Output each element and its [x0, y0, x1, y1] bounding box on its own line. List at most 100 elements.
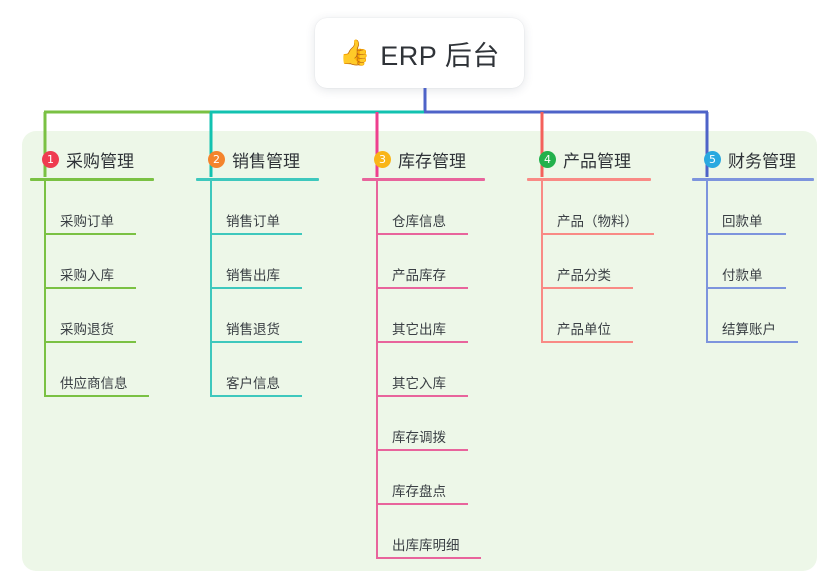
- leaf-node[interactable]: 产品单位: [541, 289, 679, 343]
- leaf-node-label: 销售退货: [226, 321, 280, 337]
- leaf-node-label: 其它出库: [392, 321, 446, 337]
- branch-spine: [210, 181, 212, 397]
- leaf-node-rule: [376, 233, 468, 235]
- leaf-node[interactable]: 销售出库: [210, 235, 348, 289]
- leaf-node-rule: [376, 287, 468, 289]
- leaf-node-label: 销售出库: [226, 267, 280, 283]
- thumbs-up-icon: 👍: [339, 38, 371, 67]
- leaf-node-label: 产品库存: [392, 267, 446, 283]
- branch-leaf-list: 产品（物料） 产品分类产品单位: [541, 181, 679, 343]
- leaf-node-rule: [44, 395, 149, 397]
- branch-header-rule: [527, 178, 651, 181]
- branch-spine: [376, 181, 378, 559]
- leaf-node[interactable]: 付款单: [706, 235, 839, 289]
- branch-title: 销售管理: [232, 151, 300, 171]
- leaf-node[interactable]: 采购订单: [44, 181, 182, 235]
- leaf-node-rule: [541, 233, 654, 235]
- branch-title: 采购管理: [66, 151, 134, 171]
- branch-leaf-list: 销售订单销售出库销售退货客户信息: [210, 181, 348, 397]
- branch-header-rule: [30, 178, 154, 181]
- leaf-node[interactable]: 回款单: [706, 181, 839, 235]
- leaf-node-rule: [376, 395, 468, 397]
- branch-index-badge: 4: [539, 150, 556, 168]
- leaf-node[interactable]: 产品分类: [541, 235, 679, 289]
- leaf-node[interactable]: 仓库信息: [376, 181, 514, 235]
- branch-header-rule: [196, 178, 319, 181]
- leaf-node-label: 结算账户: [722, 321, 776, 337]
- leaf-node-rule: [210, 287, 302, 289]
- leaf-node-label: 出库库明细: [392, 537, 460, 553]
- leaf-node[interactable]: 客户信息: [210, 343, 348, 397]
- leaf-node[interactable]: 结算账户: [706, 289, 839, 343]
- leaf-node-rule: [376, 449, 468, 451]
- leaf-node[interactable]: 库存盘点: [376, 451, 514, 505]
- leaf-node-rule: [706, 341, 798, 343]
- leaf-node-label: 客户信息: [226, 375, 280, 391]
- branch-header[interactable]: 3 库存管理: [362, 146, 514, 172]
- leaf-node-rule: [44, 287, 136, 289]
- branch-leaf-list: 采购订单采购入库采购退货供应商信息: [44, 181, 182, 397]
- leaf-node-rule: [210, 395, 302, 397]
- leaf-node-label: 仓库信息: [392, 213, 446, 229]
- leaf-node-label: 供应商信息: [60, 375, 128, 391]
- branch-title: 产品管理: [563, 151, 631, 171]
- branch-index-badge: 5: [704, 150, 721, 168]
- leaf-node[interactable]: 产品（物料）: [541, 181, 679, 235]
- diagram-canvas: [22, 131, 817, 571]
- leaf-node-rule: [541, 287, 633, 289]
- leaf-node-rule: [210, 341, 302, 343]
- leaf-node-label: 库存调拨: [392, 429, 446, 445]
- branch-column: 3 库存管理仓库信息产品库存其它出库其它入库库存调拨库存盘点出库库明细: [362, 146, 514, 559]
- leaf-node-label: 采购入库: [60, 267, 114, 283]
- leaf-node-rule: [706, 287, 786, 289]
- branch-spine: [541, 181, 543, 343]
- branch-title: 库存管理: [398, 151, 466, 171]
- branch-column: 4 产品管理产品（物料） 产品分类产品单位: [527, 146, 679, 343]
- leaf-node-label: 产品单位: [557, 321, 611, 337]
- branch-leaf-list: 仓库信息产品库存其它出库其它入库库存调拨库存盘点出库库明细: [376, 181, 514, 559]
- leaf-node[interactable]: 供应商信息: [44, 343, 182, 397]
- leaf-node[interactable]: 采购入库: [44, 235, 182, 289]
- leaf-node[interactable]: 出库库明细: [376, 505, 514, 559]
- leaf-node-rule: [376, 557, 481, 559]
- leaf-node-label: 回款单: [722, 213, 763, 229]
- leaf-node-rule: [44, 341, 136, 343]
- root-node-card[interactable]: 👍 ERP 后台: [315, 18, 524, 88]
- leaf-node[interactable]: 采购退货: [44, 289, 182, 343]
- leaf-node-rule: [210, 233, 302, 235]
- branch-header[interactable]: 4 产品管理: [527, 146, 679, 172]
- root-node-label: ERP 后台: [380, 40, 500, 71]
- leaf-node[interactable]: 销售退货: [210, 289, 348, 343]
- leaf-node-label: 销售订单: [226, 213, 280, 229]
- leaf-node[interactable]: 产品库存: [376, 235, 514, 289]
- leaf-node-rule: [706, 233, 786, 235]
- leaf-node-label: 产品（物料）: [557, 213, 638, 229]
- branch-spine: [44, 181, 46, 397]
- branch-spine: [706, 181, 708, 343]
- leaf-node[interactable]: 其它出库: [376, 289, 514, 343]
- leaf-node-label: 库存盘点: [392, 483, 446, 499]
- branch-header[interactable]: 5 财务管理: [692, 146, 839, 172]
- leaf-node-rule: [376, 503, 468, 505]
- branch-index-badge: 3: [374, 150, 391, 168]
- leaf-node-label: 采购退货: [60, 321, 114, 337]
- branch-leaf-list: 回款单付款单结算账户: [706, 181, 839, 343]
- branch-header-rule: [692, 178, 814, 181]
- leaf-node[interactable]: 销售订单: [210, 181, 348, 235]
- leaf-node[interactable]: 其它入库: [376, 343, 514, 397]
- root-node-content: 👍 ERP 后台: [339, 34, 500, 73]
- branch-column: 5 财务管理回款单付款单结算账户: [692, 146, 839, 343]
- branch-header-rule: [362, 178, 485, 181]
- branch-title: 财务管理: [728, 151, 796, 171]
- leaf-node-label: 产品分类: [557, 267, 611, 283]
- leaf-node-label: 其它入库: [392, 375, 446, 391]
- leaf-node-label: 付款单: [722, 267, 763, 283]
- leaf-node[interactable]: 库存调拨: [376, 397, 514, 451]
- leaf-node-rule: [541, 341, 633, 343]
